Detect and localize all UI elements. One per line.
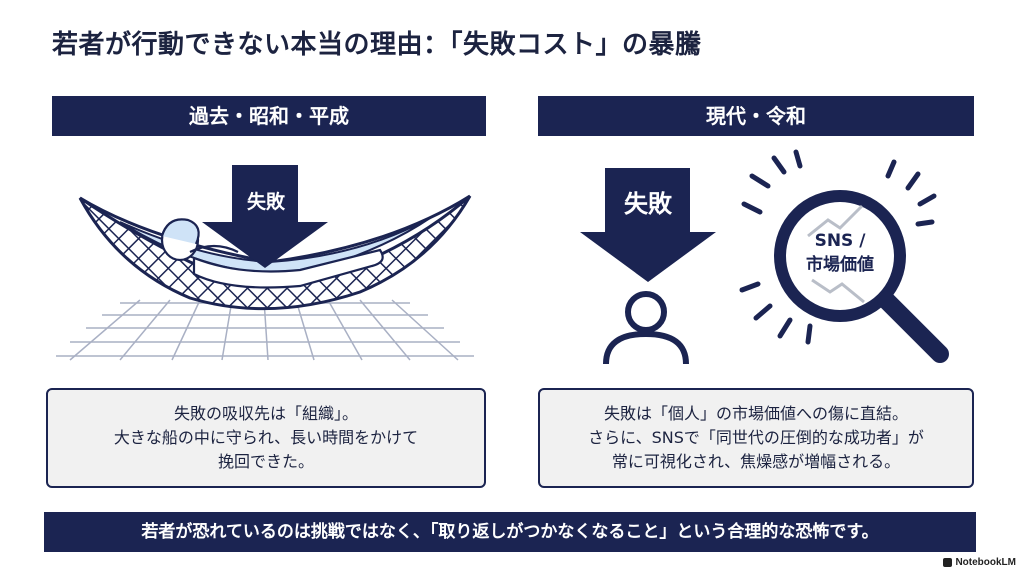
- banner-present: 現代・令和: [538, 96, 974, 136]
- magnifier-icon: [739, 149, 949, 363]
- right-arrow-label: 失敗: [624, 190, 673, 218]
- conclusion-bar: 若者が恐れているのは挑戦ではなく、「取り返しがつかなくなること」という合理的な恐…: [44, 512, 976, 552]
- right-line-1: 失敗は「個人」の市場価値への傷に直結。: [603, 404, 908, 423]
- left-line-2: 大きな船の中に守られ、長い時間をかけて: [113, 428, 419, 447]
- magnifier-label-2: 市場価値: [806, 254, 874, 275]
- notebooklm-badge: NotebookLM: [943, 557, 1016, 568]
- reclining-person: [160, 218, 384, 289]
- left-line-3: 挽回できた。: [217, 452, 314, 471]
- badge-text: NotebookLM: [955, 557, 1016, 568]
- floor-grid: [56, 299, 474, 361]
- right-line-3: 常に可視化され、焦燥感が増幅される。: [611, 452, 901, 471]
- left-line-1: 失敗の吸収先は「組織」。: [173, 404, 358, 423]
- left-description: 失敗の吸収先は「組織」。 大きな船の中に守られ、長い時間をかけて 挽回できた。: [46, 388, 486, 488]
- right-description: 失敗は「個人」の市場価値への傷に直結。 さらに、SNSで「同世代の圧倒的な成功者…: [538, 388, 974, 488]
- down-arrow-icon: [202, 165, 328, 268]
- left-arrow-label: 失敗: [247, 190, 286, 213]
- banner-past: 過去・昭和・平成: [52, 96, 486, 136]
- hammock-icon: [78, 194, 472, 311]
- illustration-canvas: 失敗 失敗 SNS / 市場価値: [56, 149, 949, 365]
- down-arrow-icon: [580, 168, 716, 282]
- notebooklm-logo-icon: [943, 558, 953, 567]
- right-line-2: さらに、SNSで「同世代の圧倒的な成功者」が: [588, 428, 924, 447]
- magnifier-label-1: SNS /: [815, 231, 867, 251]
- page-title: 若者が行動できない本当の理由：「失敗コスト」の暴騰: [52, 30, 702, 60]
- person-icon: [603, 291, 689, 365]
